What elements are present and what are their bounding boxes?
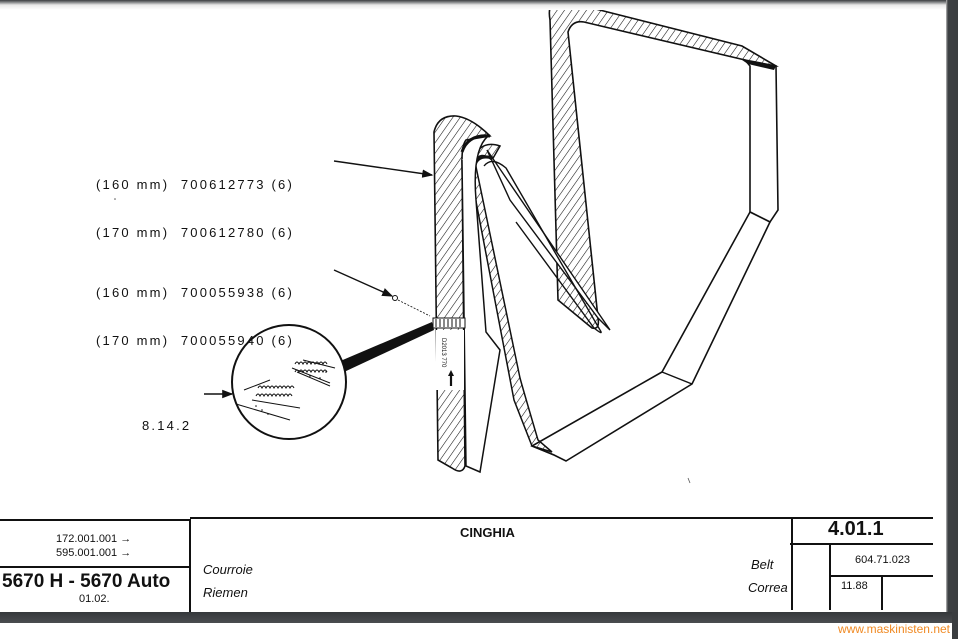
title-french: Courroie <box>203 562 253 577</box>
callout-line: 8.14.2 <box>142 418 192 433</box>
leader-line-belt <box>333 160 434 178</box>
title-spanish: Correa <box>748 580 788 595</box>
callout-belt-part-numbers: (160 mm) 700612773 (6) (170 mm) 70061278… <box>96 145 294 273</box>
title-german: Riemen <box>203 585 248 600</box>
part-reference: 604.71.023 <box>855 554 911 566</box>
belt-drawing: D2013 770 <box>114 1 779 484</box>
title-italian: CINGHIA <box>460 525 515 540</box>
callout-line: (160 mm) 700612773 (6) <box>96 177 295 192</box>
watermark-frame <box>952 612 958 639</box>
viewer-top-edge <box>0 0 958 10</box>
viewer-bottom-edge <box>0 612 958 623</box>
title-block: 172.001.001 → 595.001.001 → 5670 H - 567… <box>0 515 933 612</box>
belt-front-strap: D2013 770 <box>432 115 501 474</box>
viewer-footer <box>0 623 958 639</box>
callout-line: (170 mm) 700055940 (6) <box>96 333 295 348</box>
callout-line: (170 mm) 700612780 (6) <box>96 225 295 240</box>
model-code: 01.02. <box>79 593 110 605</box>
parts-catalog-page: D2013 770 <box>0 1 933 612</box>
belt-upper-loop <box>548 1 779 330</box>
title-english: Belt <box>751 557 774 572</box>
leader-line-joint <box>333 269 394 297</box>
fastener-detail-magnifier <box>231 322 434 440</box>
serial-number-end: 595.001.001 → <box>56 547 132 559</box>
viewer-right-edge <box>946 0 958 612</box>
issue-date: 11.88 <box>841 580 868 592</box>
section-number: 4.01.1 <box>828 518 884 540</box>
callout-fastener-reference: 8.14.2 <box>142 386 191 466</box>
watermark-link[interactable]: www.maskinisten.net <box>837 622 950 636</box>
belt-printed-label: D2013 770 <box>440 338 446 368</box>
callout-joint-part-numbers: (160 mm) 700055938 (6) (170 mm) 70005594… <box>96 253 294 381</box>
model-name: 5670 H - 5670 Auto <box>2 571 171 592</box>
callout-line: (160 mm) 700055938 (6) <box>96 285 295 300</box>
serial-number-start: 172.001.001 → <box>56 533 132 545</box>
